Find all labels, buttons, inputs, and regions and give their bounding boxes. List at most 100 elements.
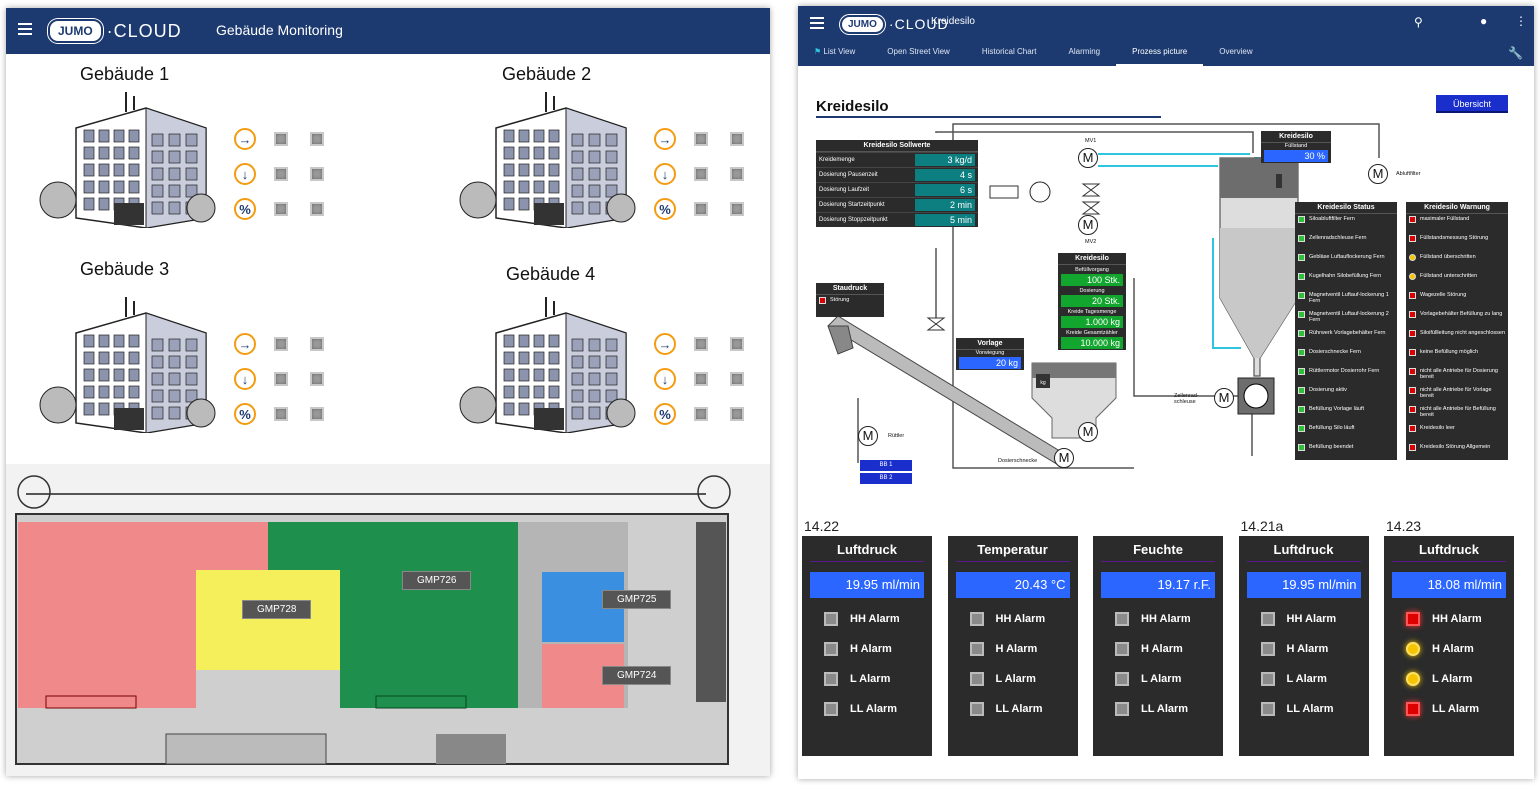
status-item: Siloabluftfilter Fern (1295, 214, 1397, 233)
wrench-icon[interactable]: 🔧 (1508, 46, 1523, 60)
tab-overview[interactable]: Overview (1203, 42, 1268, 66)
count-value[interactable]: 20 Stk. (1061, 295, 1123, 307)
status-led (1298, 349, 1305, 356)
bb2-button[interactable]: BB 2 (860, 473, 912, 484)
motor-dosierschnecke-icon[interactable]: M (1054, 448, 1074, 468)
sensor-status-led (730, 337, 744, 351)
sollwert-value[interactable]: 2 min (915, 199, 975, 211)
tab-historical-chart[interactable]: Historical Chart (966, 42, 1053, 66)
alarm-led (824, 672, 838, 686)
alarm-row: H Alarm (1115, 642, 1183, 656)
jumo-cloud-logo[interactable]: JUMO ·CLOUD (840, 13, 949, 35)
stair-left-icon (17, 475, 51, 509)
motor-abluftfilter-icon[interactable]: M (1368, 164, 1388, 184)
alarm-label: HH Alarm (1141, 613, 1191, 625)
count-value[interactable]: 100 Stk. (1061, 274, 1123, 286)
sensor-status-led (274, 202, 288, 216)
sensor-id: 14.23 (1386, 518, 1422, 534)
tab-open-street-view[interactable]: Open Street View (871, 42, 966, 66)
sensor-status-led (274, 372, 288, 386)
sollwert-label: Kreidemenge (819, 157, 855, 163)
sollwert-value[interactable]: 4 s (915, 169, 975, 181)
status-item: Gebläse Luftauflockerung Fern (1295, 252, 1397, 271)
motor-ruettler-icon[interactable]: M (858, 426, 878, 446)
alarm-led (969, 702, 984, 716)
overview-button[interactable]: Übersicht (1436, 95, 1508, 113)
status-item: Befüllung beendet (1295, 442, 1397, 461)
sollwert-value[interactable]: 5 min (915, 214, 975, 226)
warning-led (1409, 235, 1416, 242)
floor-plan: GMP726 GMP728 GMP725 GMP724 (6, 464, 770, 776)
building-name-1: Gebäude 1 (80, 64, 170, 84)
jumo-cloud-logo[interactable]: JUMO ·CLOUD (48, 19, 182, 43)
warning-item: Füllstand unterschritten (1406, 271, 1508, 290)
gmp-label-726[interactable]: GMP726 (402, 571, 472, 590)
jumo-logo-text: JUMO (840, 14, 885, 34)
room-green (340, 522, 518, 708)
motor-zellenrad-icon[interactable]: M (1214, 388, 1234, 408)
alarm-label: L Alarm (1141, 673, 1182, 685)
sensor-status-led (730, 132, 744, 146)
motor-vorlage-icon[interactable]: M (1078, 422, 1098, 442)
search-icon[interactable]: ⚲ (1414, 15, 1423, 29)
sollwert-value[interactable]: 6 s (915, 184, 975, 196)
vorlage-value[interactable]: 20 kg (959, 357, 1021, 369)
motor-mv2-icon[interactable]: M (1078, 215, 1098, 235)
sollwert-label: Dosierung Startzeitpunkt (819, 202, 885, 208)
building-3-icon[interactable] (36, 293, 216, 433)
jumo-logo-text: JUMO (48, 19, 103, 43)
alarm-led (1406, 642, 1420, 656)
alarm-label: L Alarm (850, 673, 891, 685)
count-value[interactable]: 1.000 kg (1061, 316, 1123, 328)
sensor-status-led (694, 132, 708, 146)
thermometer-icon: ↓ (234, 368, 256, 390)
card-divider (1101, 561, 1215, 562)
warning-led (1409, 254, 1416, 261)
building-2-icon[interactable] (456, 88, 636, 228)
building-4-icon[interactable] (456, 293, 636, 433)
sensor-status-led (730, 372, 744, 386)
tab-prozess-picture[interactable]: Prozess picture (1116, 42, 1204, 66)
warning-label: Füllstand überschritten (1420, 254, 1476, 260)
menu-icon[interactable] (18, 23, 32, 25)
alarm-row: L Alarm (824, 672, 890, 686)
count-value[interactable]: 10.000 kg (1061, 337, 1123, 349)
account-icon[interactable]: ● (1480, 14, 1488, 28)
kreidesilo-panel: JUMO ·CLOUD Kreidesilo ⚲ ● ⋮ ⚑ List View… (798, 6, 1534, 779)
alarm-led (1260, 612, 1275, 626)
alarm-led (1260, 672, 1275, 686)
alarm-row: HH Alarm (1260, 612, 1336, 626)
page-title: Kreidesilo (931, 16, 975, 27)
tab-alarming[interactable]: Alarming (1053, 42, 1117, 66)
sollwert-row: Dosierung Startzeitpunkt 2 min (816, 197, 978, 212)
card-value: 19.95 ml/min (1246, 572, 1361, 598)
more-vert-icon[interactable]: ⋮ (1515, 14, 1527, 28)
status-led (1298, 444, 1305, 451)
gmp-label-728[interactable]: GMP728 (242, 600, 312, 619)
gmp-label-724[interactable]: GMP724 (602, 666, 672, 685)
warning-led (1409, 349, 1416, 356)
alarm-row: H Alarm (1406, 642, 1474, 656)
tab-list-view[interactable]: ⚑ List View (798, 42, 871, 66)
thermometer-icon: ↓ (234, 163, 256, 185)
sollwert-value[interactable]: 3 kg/d (915, 154, 975, 166)
motor-mv1-icon[interactable]: M (1078, 148, 1098, 168)
bb1-button[interactable]: BB 1 (860, 460, 912, 471)
building-1-icon[interactable] (36, 88, 216, 228)
cloud-logo-text: ·CLOUD (888, 16, 949, 32)
alarm-label: LL Alarm (1286, 703, 1334, 715)
menu-icon[interactable] (810, 17, 824, 19)
alarm-label: H Alarm (1286, 643, 1329, 655)
alarm-led (824, 612, 838, 626)
tab-label: List View (823, 47, 856, 56)
fuellstand-value[interactable]: 30 % (1264, 150, 1328, 162)
tab-label: Historical Chart (981, 47, 1037, 56)
gmp-label-725[interactable]: GMP725 (602, 590, 672, 609)
